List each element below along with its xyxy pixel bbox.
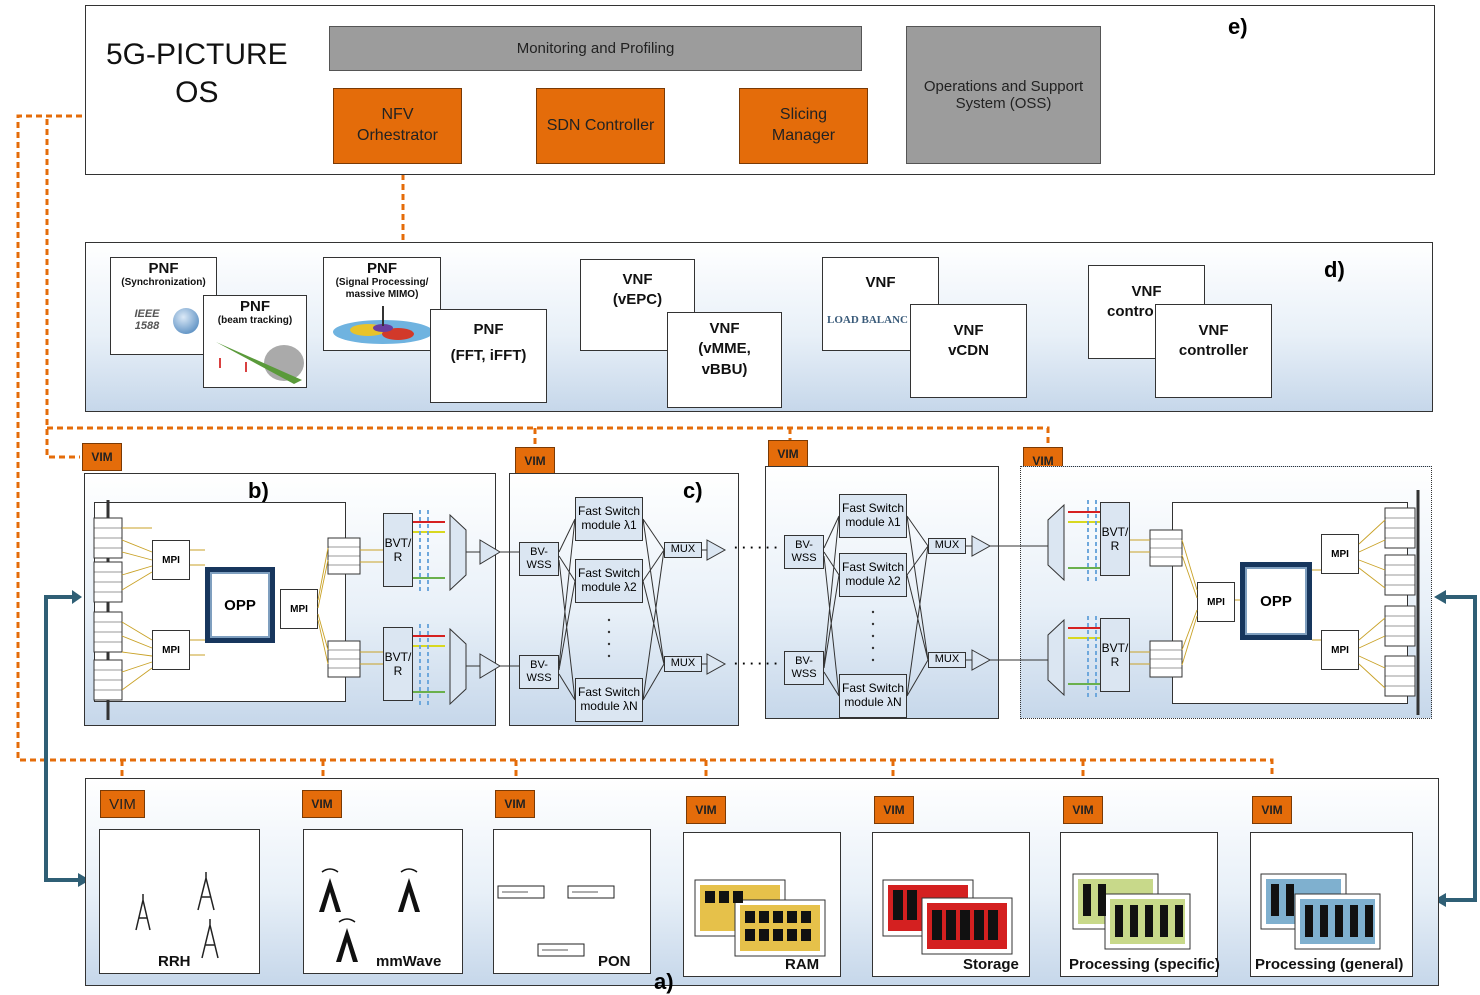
vnf-cdn-title: VNF [953,322,984,339]
pnf-signal-title: PNF [367,260,397,277]
pnf-fft-card: PNF (FFT, iFFT) [430,309,547,403]
bvt-right-bottom: BVT/ R [1100,618,1130,692]
pnf-signal-sub: (Signal Processing/ massive MIMO) [335,277,429,300]
oss-box: Operations and Support System (OSS) [906,26,1101,164]
vnf-cdn-card: VNF vCDN [910,304,1027,398]
fast-switch-c2-2: Fast Switch module λ2 [839,553,907,597]
resource-mmwave: mmWave [303,829,463,974]
nfv-orchestrator-box: NFV Orhestrator [333,88,462,164]
vnf-epc-title: VNF [622,271,653,288]
bvwss-c2-bottom: BV- WSS [784,651,824,685]
os-title: 5G-PICTURE OS [106,36,288,111]
mux-c2-top: MUX [928,538,966,554]
pnf-sync-sub: (Synchronization) [121,277,206,288]
vnf-mme-title: VNF [709,320,740,337]
vnf-ctrl-back-sub: contro [1107,303,1154,321]
mpi-left-bottom: MPI [152,630,190,670]
vnf-cdn-sub: vCDN [948,342,989,360]
pnf-beam-card: PNF (beam tracking) [203,295,307,388]
mpi-right-bottom: MPI [1321,630,1359,670]
label-e: e) [1228,14,1248,39]
vnf-controller-card: VNF controller [1155,304,1272,398]
vim-res-pon: VIM [495,790,535,818]
fast-switch-c2-1: Fast Switch module λ1 [839,494,907,538]
fast-switch-c2-n: Fast Switch module λN [839,674,907,718]
vim-res-mmwave: VIM [302,790,342,818]
vnf-ctrl-title: VNF [1198,322,1229,339]
mpi-right-top: MPI [1321,534,1359,574]
vim-res-rrh: VIM [100,790,145,818]
os-title-line1: 5G-PICTURE [106,38,288,71]
mux-c2-bottom: MUX [928,652,966,668]
bvt-left-bottom: BVT/ R [383,627,413,701]
dots-top: · · · · · · [734,540,779,555]
pnf-sync-title: PNF [148,260,179,277]
vnf-mme-sub: (vMME, vBBU) [698,340,751,378]
mpi-left-top: MPI [152,540,190,580]
bvt-right-top: BVT/ R [1100,502,1130,576]
label-d: d) [1324,257,1345,282]
pnf-fft-sub: (FFT, iFFT) [450,347,527,365]
vnf-epc-sub: (vEPC) [612,291,663,309]
label-c: c) [683,478,703,503]
vim-res-proc-specific: VIM [1063,796,1103,824]
pnf-beam-sub: (beam tracking) [217,315,293,326]
vim-transport-b: VIM [82,443,122,471]
mux-c1-bottom: MUX [664,656,702,672]
opp-right: OPP [1240,562,1312,640]
slicing-manager-box: Slicing Manager [739,88,868,164]
beam-tracking-icon [216,342,304,384]
pnf-sync-card: PNF (Synchronization) IEEE 1588 [110,257,217,355]
resource-ram-caption: RAM [785,956,820,973]
bvt-left-top: BVT/ R [383,513,413,587]
mpi-right-center: MPI [1197,582,1235,622]
vim-res-proc-general: VIM [1252,796,1292,824]
vnf-ctrl-back-title: VNF [1131,283,1162,300]
fast-switch-c1-n: Fast Switch module λN [575,678,643,722]
pnf-signal-card: PNF (Signal Processing/ massive MIMO) [323,257,441,351]
vnf-lb-title: VNF [865,274,896,291]
vnf-mme-card: VNF (vMME, vBBU) [667,312,782,408]
resource-storage-caption: Storage [963,956,1019,973]
vim-transport-c1: VIM [515,447,555,475]
vim-res-ram: VIM [686,796,726,824]
bvwss-c1-bottom: BV- WSS [519,655,559,689]
resource-rrh: RRH [99,829,260,974]
massive-mimo-icon [333,306,433,344]
label-a: a) [654,969,674,994]
globe-icon [173,308,199,334]
pnf-fft-title: PNF [473,321,504,338]
resource-mmwave-caption: mmWave [376,953,442,970]
ieee-1588-logo: IEEE 1588 [134,308,160,333]
mux-c1-top: MUX [664,542,702,558]
sdn-controller-box: SDN Controller [536,88,665,164]
label-b: b) [248,478,269,503]
opp-left: OPP [205,567,275,643]
load-balancer-logo: LOAD BALANC [827,314,908,326]
bvwss-c1-top: BV- WSS [519,542,559,576]
rrh-tower-icons [135,872,219,959]
vnf-ctrl-sub: controller [1178,342,1249,360]
mmwave-tower-icons [319,878,420,962]
dots-bottom: · · · · · · [734,656,779,671]
resource-pon-caption: PON [598,953,631,970]
bvwss-c2-top: BV- WSS [784,535,824,569]
fast-switch-c1-2: Fast Switch module λ2 [575,559,643,603]
pnf-beam-title: PNF [240,298,270,315]
fast-switch-c1-1: Fast Switch module λ1 [575,497,643,541]
vim-res-storage: VIM [874,796,914,824]
resource-proc-specific-caption: Processing (specific) [1069,956,1220,973]
mpi-left-center: MPI [280,589,318,629]
pon-device-icons [497,885,615,957]
os-title-line2: OS [175,75,219,109]
monitoring-profiling-box: Monitoring and Profiling [329,26,862,71]
resource-rrh-caption: RRH [158,953,191,970]
resource-proc-general-caption: Processing (general) [1255,956,1404,973]
